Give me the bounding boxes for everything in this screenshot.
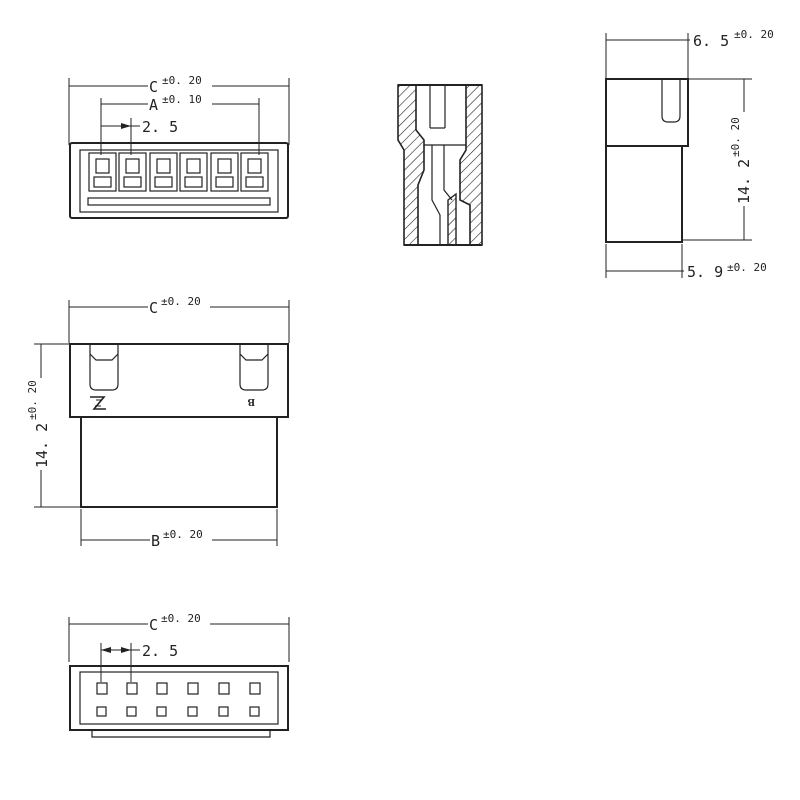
- front-view: C ±0. 20 A ±0. 10 2. 5: [68, 74, 290, 219]
- section-terminal: [447, 192, 457, 246]
- middle-latch-window-left: [89, 344, 119, 391]
- middle-dim-b-label: B: [151, 532, 160, 550]
- bottom-dim-pitch-label: 2. 5: [142, 642, 178, 660]
- right-lower-body: [605, 145, 683, 243]
- bottom-pin-row-lower: [96, 706, 260, 717]
- front-dim-a-tolerance: ±0. 10: [162, 93, 202, 106]
- front-cavity-5: [210, 152, 239, 192]
- right-dim-bottom-tolerance: ±0. 20: [727, 261, 767, 274]
- right-dim-bottom-label: 5. 9: [687, 263, 723, 281]
- bottom-pitch-arrow-right: [121, 647, 131, 653]
- section-inner-profile-left: [431, 145, 441, 245]
- right-latch-slot: [661, 79, 681, 123]
- front-body-inner: [79, 149, 279, 213]
- right-dim-height-tolerance: ±0. 20: [729, 117, 742, 157]
- right-upper-body: [605, 78, 689, 147]
- front-pin-cavities: [88, 152, 269, 192]
- bottom-dim-c-tolerance: ±0. 20: [161, 612, 201, 625]
- front-cavity-2: [118, 152, 147, 192]
- bottom-dim-c-label: C: [149, 616, 158, 634]
- section-inner-profile-right: [443, 145, 453, 201]
- front-dim-c-label: C: [149, 78, 158, 96]
- middle-body-marking: B: [247, 396, 255, 408]
- middle-dim-c-tolerance: ±0. 20: [161, 295, 201, 308]
- right-dim-top-tolerance: ±0. 20: [734, 28, 774, 41]
- front-body-outline: [69, 142, 289, 219]
- middle-dim-height-tolerance: ±0. 20: [26, 380, 39, 420]
- right-view: 6. 5 ±0. 20 14. 2 ±0. 20 5. 9 ±0. 20: [605, 28, 774, 281]
- front-dim-pitch-label: 2. 5: [142, 118, 178, 136]
- front-cavity-4: [179, 152, 208, 192]
- front-dim-a-label: A: [149, 96, 158, 114]
- bottom-pin-row-upper: [96, 682, 261, 695]
- middle-lower-body: [80, 416, 278, 508]
- middle-latch-window-right: [239, 344, 269, 391]
- front-latch-bar: [87, 197, 271, 206]
- front-cavity-3: [149, 152, 178, 192]
- middle-dim-height-label: 14. 2: [33, 423, 51, 468]
- section-right-wall: [459, 84, 483, 246]
- right-dim-top-label: 6. 5: [693, 32, 729, 50]
- bottom-body-inner: [79, 671, 279, 725]
- right-dim-height-label: 14. 2: [735, 159, 753, 204]
- front-dim-c-tolerance: ±0. 20: [162, 74, 202, 87]
- section-view: [397, 84, 483, 246]
- bottom-body-outline: [69, 665, 289, 731]
- middle-dim-b-tolerance: ±0. 20: [163, 528, 203, 541]
- bottom-view: C ±0. 20 2. 5: [68, 612, 290, 738]
- front-cavity-6: [240, 152, 269, 192]
- manufacturer-logo-icon: [90, 396, 106, 410]
- middle-view: C ±0. 20 B 14. 2 ±0. 20 B ±0. 20: [26, 295, 290, 550]
- section-left-wall: [397, 84, 425, 246]
- bottom-pitch-arrow-left: [101, 647, 111, 653]
- bottom-body-lip: [91, 730, 271, 738]
- front-pitch-arrow: [121, 123, 131, 129]
- front-cavity-1: [88, 152, 117, 192]
- middle-dim-c-label: C: [149, 299, 158, 317]
